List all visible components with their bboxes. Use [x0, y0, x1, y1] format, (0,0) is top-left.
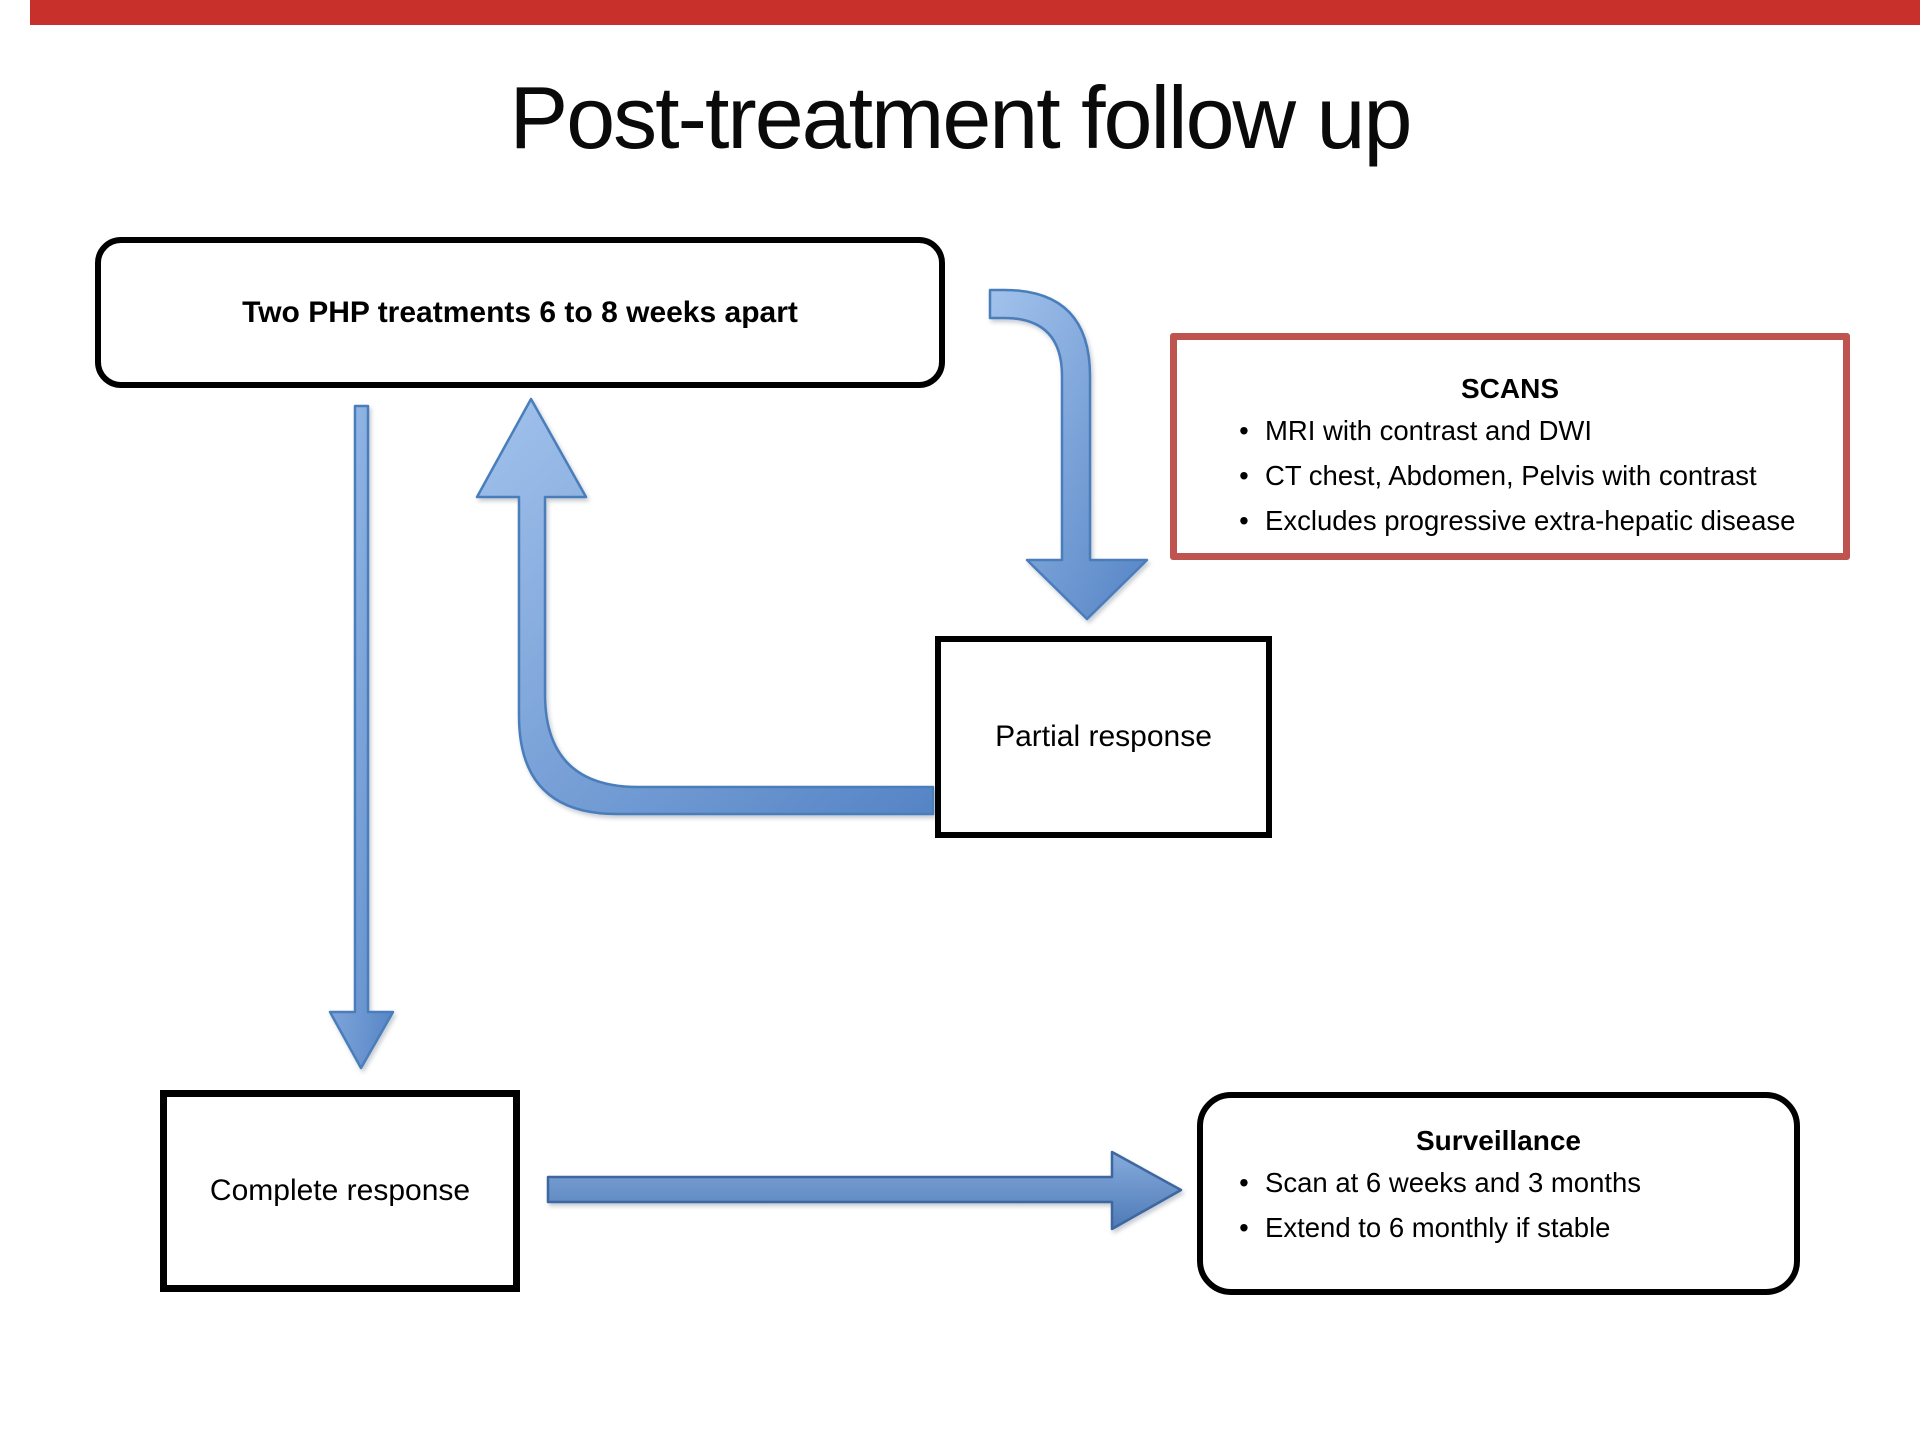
- scans-title: SCANS: [1460, 373, 1559, 404]
- surveillance-bullet-item: • Scan at 6 weeks and 3 months: [1203, 1160, 1794, 1205]
- scans-bullet-item: • CT chest, Abdomen, Pelvis with contras…: [1177, 453, 1843, 498]
- partial-response-box: Partial response: [935, 636, 1272, 838]
- bullet-icon: •: [1239, 1167, 1249, 1198]
- scans-bullet-text: Excludes progressive extra-hepatic disea…: [1265, 505, 1796, 536]
- top-accent-bar: [30, 0, 1920, 25]
- treatment-box: Two PHP treatments 6 to 8 weeks apart: [95, 237, 945, 388]
- surveillance-bullet-text: Extend to 6 monthly if stable: [1265, 1212, 1611, 1243]
- bullet-icon: •: [1239, 460, 1249, 491]
- bullet-icon: •: [1239, 1212, 1249, 1243]
- scans-bullet-item: • MRI with contrast and DWI: [1177, 408, 1843, 453]
- bullet-icon: •: [1239, 415, 1249, 446]
- surveillance-title: Surveillance: [1416, 1125, 1581, 1156]
- page-title: Post-treatment follow up: [509, 68, 1413, 167]
- arrow-treatment-to-partial: [988, 288, 1149, 621]
- scans-bullet-text: MRI with contrast and DWI: [1265, 415, 1593, 446]
- arrow-complete-to-surveillance: [546, 1150, 1183, 1231]
- partial-response-label: Partial response: [995, 720, 1212, 753]
- complete-response-label: Complete response: [209, 1174, 471, 1207]
- scans-bullet-text: CT chest, Abdomen, Pelvis with contrast: [1265, 460, 1757, 491]
- surveillance-bullet-text: Scan at 6 weeks and 3 months: [1265, 1167, 1642, 1198]
- arrow-treatment-to-complete: [328, 404, 395, 1070]
- scans-box: SCANS • MRI with contrast and DWI • CT c…: [1170, 333, 1850, 560]
- treatment-label: Two PHP treatments 6 to 8 weeks apart: [242, 295, 798, 329]
- surveillance-bullet-item: • Extend to 6 monthly if stable: [1203, 1205, 1794, 1250]
- scans-bullet-item: • Excludes progressive extra-hepatic dis…: [1177, 498, 1843, 543]
- bullet-icon: •: [1239, 505, 1249, 536]
- surveillance-box: Surveillance • Scan at 6 weeks and 3 mon…: [1197, 1092, 1800, 1295]
- complete-response-box: Complete response: [160, 1090, 520, 1292]
- arrow-partial-to-treatment: [475, 397, 935, 816]
